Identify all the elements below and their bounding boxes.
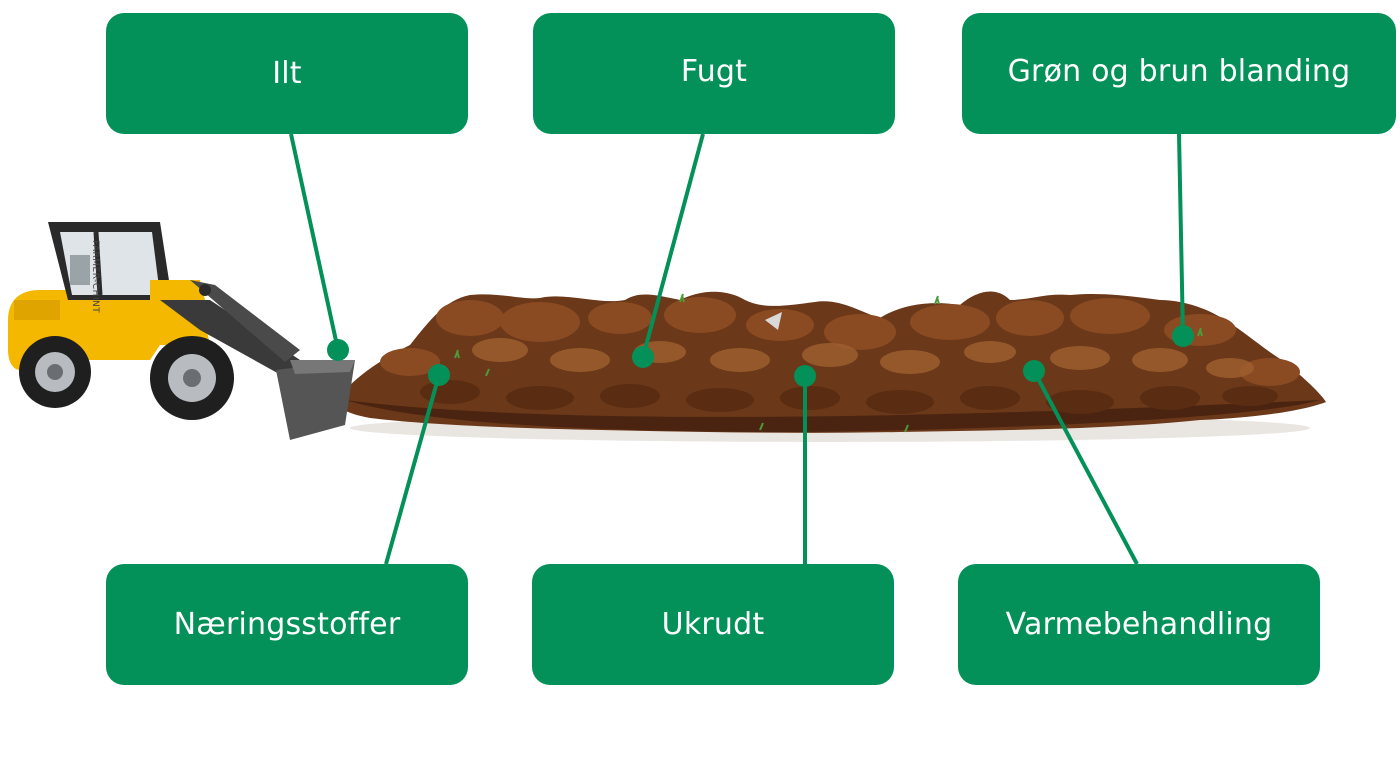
dot-ukrudt: [794, 365, 816, 387]
label-fugt: Fugt: [533, 13, 895, 134]
loader-brand-text: FARMER-CHINT: [90, 240, 100, 313]
compost-pile: [336, 291, 1326, 442]
connector-dots: [327, 325, 1194, 387]
dot-fugt: [632, 346, 654, 368]
connector-fugt: [641, 133, 705, 358]
connectors: [289, 133, 1185, 565]
label-naeringsstoffer: Næringsstoffer: [106, 564, 468, 685]
connector-ilt: [289, 133, 340, 351]
front-wheel: [150, 336, 234, 420]
dot-ilt: [327, 339, 349, 361]
label-gron-og-brun-blanding: Grøn og brun blanding: [962, 13, 1396, 134]
connector-naeringsstoffer: [384, 374, 441, 565]
connector-gron-brun: [1177, 133, 1185, 337]
dot-varmebehandling: [1023, 360, 1045, 382]
connector-varmebehandling: [1032, 370, 1139, 565]
label-ilt: Ilt: [106, 13, 468, 134]
label-varmebehandling: Varmebehandling: [958, 564, 1320, 685]
rear-wheel: [19, 336, 91, 408]
dot-gron-brun: [1172, 325, 1194, 347]
dot-naeringsstoffer: [428, 364, 450, 386]
wheel-loader: FARMER-CHINT: [8, 222, 355, 440]
label-ukrudt: Ukrudt: [532, 564, 894, 685]
